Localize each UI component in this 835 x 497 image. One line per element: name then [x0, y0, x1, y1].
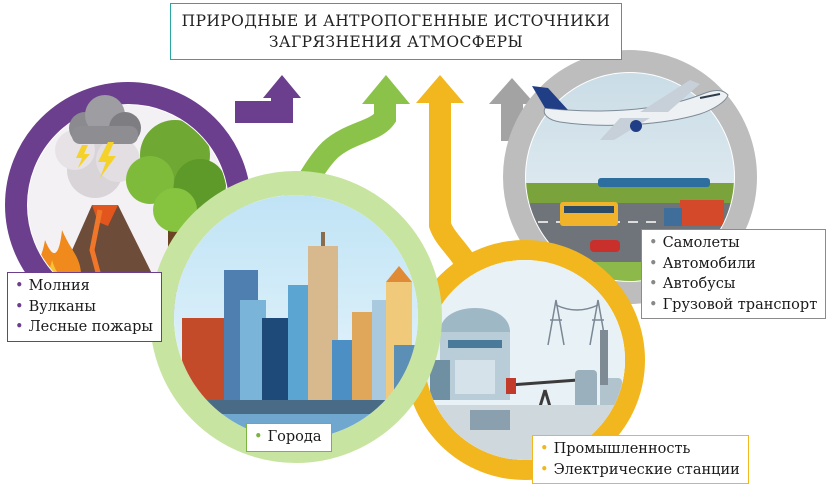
list-item: Промышленность: [540, 439, 740, 460]
lightning-icon: [98, 142, 116, 178]
list-item: Вулканы: [15, 297, 153, 318]
city-sources-label: Города: [246, 423, 333, 452]
purple-arrow: [235, 75, 301, 123]
list-item: Молния: [15, 276, 153, 297]
title-line-2: ЗАГРЯЗНЕНИЯ АТМОСФЕРЫ: [268, 32, 524, 51]
list-item: Электрические станции: [540, 460, 740, 481]
transport-sources-label: Самолеты Автомобили Автобусы Грузовой тр…: [641, 229, 827, 319]
list-item: Автобусы: [649, 274, 817, 295]
truck: [680, 200, 724, 226]
bus: [560, 202, 618, 226]
industry-sources-label: Промышленность Электрические станции: [532, 435, 749, 484]
airplane-icon: [532, 80, 729, 140]
yellow-arrow: [416, 75, 480, 276]
list-item: Самолеты: [649, 233, 817, 254]
list-item: Автомобили: [649, 254, 817, 275]
train: [598, 178, 710, 187]
natural-sources-label: Молния Вулканы Лесные пожары: [7, 272, 162, 342]
title-line-1: ПРИРОДНЫЕ И АНТРОПОГЕННЫЕ ИСТОЧНИКИ: [181, 11, 611, 30]
list-item: Грузовой транспорт: [649, 295, 818, 316]
diagram-title: ПРИРОДНЫЕ И АНТРОПОГЕННЫЕ ИСТОЧНИКИ ЗАГР…: [170, 3, 622, 60]
list-item: Города: [254, 427, 322, 448]
list-item: Лесные пожары: [15, 317, 153, 338]
city-circle: [150, 171, 442, 463]
car: [590, 240, 620, 252]
storm-cloud-icon: [69, 95, 141, 144]
